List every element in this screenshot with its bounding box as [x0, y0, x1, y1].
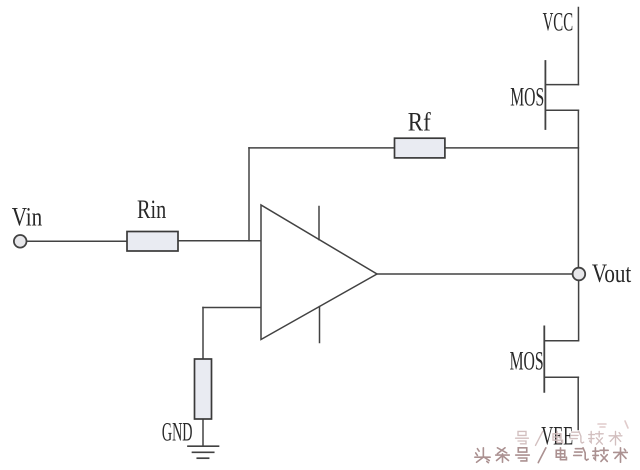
svg-text:Rf: Rf	[408, 108, 431, 137]
svg-text:Vout: Vout	[592, 259, 632, 288]
svg-text:Vin: Vin	[12, 202, 42, 231]
svg-text:MOS: MOS	[510, 83, 544, 112]
svg-text:VCC: VCC	[543, 7, 574, 36]
svg-text:Rin: Rin	[137, 195, 166, 224]
svg-text:GND: GND	[162, 418, 193, 447]
svg-text:MOS: MOS	[510, 347, 544, 376]
